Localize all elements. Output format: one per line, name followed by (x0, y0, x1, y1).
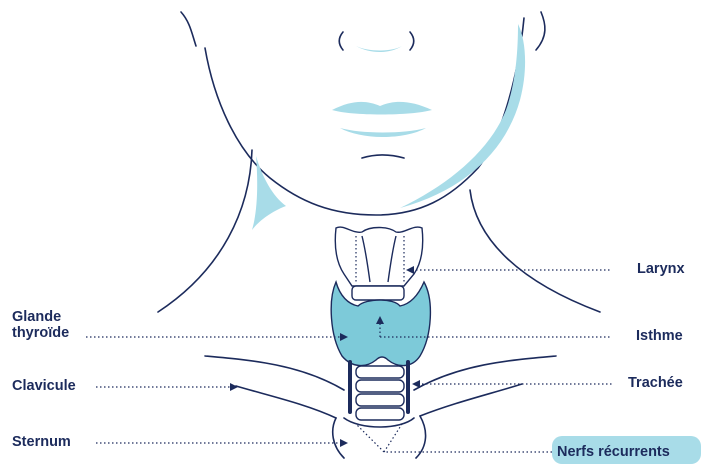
jaw-line (205, 18, 524, 215)
larynx-cartilage (335, 227, 422, 286)
cricoid (352, 286, 404, 300)
label-larynx: Larynx (637, 261, 685, 277)
neck-left-line (158, 150, 252, 312)
larynx-shape (335, 227, 422, 300)
left-neck-shade (252, 156, 286, 230)
right-eye-curve (410, 32, 414, 50)
trachea-ring-1 (356, 366, 404, 378)
face-accents (252, 24, 525, 230)
leader-nerfs (356, 424, 556, 452)
right-cheek-highlight (400, 24, 525, 208)
label-glande-line2: thyroïde (12, 325, 69, 341)
label-glande-line1: Glande (12, 309, 61, 325)
trachea-ring-4 (356, 408, 404, 420)
left-eye-curve (339, 32, 343, 50)
nerfs-recurrents-badge: Nerfs récurrents (552, 436, 701, 464)
trachea (356, 366, 404, 420)
left-ear (181, 12, 196, 46)
right-clavicle-bottom (420, 384, 522, 416)
right-ear (536, 12, 545, 50)
nose-shade (356, 46, 402, 52)
label-clavicule: Clavicule (12, 378, 76, 394)
label-sternum: Sternum (12, 434, 71, 450)
arrow-trachee (412, 380, 420, 388)
right-labels: Larynx Isthme Trachée (628, 261, 685, 391)
trachea-ring-2 (356, 380, 404, 392)
label-isthme: Isthme (636, 328, 683, 344)
left-clavicle-bottom (236, 386, 336, 418)
arrow-sternum (340, 439, 348, 447)
left-labels: Glande thyroïde Clavicule Sternum (12, 309, 76, 450)
arrow-clavicule (230, 383, 238, 391)
lower-lip (340, 128, 426, 137)
trachea-ring-3 (356, 394, 404, 406)
upper-lip (332, 102, 432, 115)
left-clavicle-top (205, 356, 344, 390)
right-clavicle-top (414, 356, 556, 390)
chin-mark (362, 155, 404, 158)
label-trachee: Trachée (628, 375, 683, 391)
neck-right-line (470, 190, 600, 312)
label-nerfs-recurrents: Nerfs récurrents (557, 444, 670, 460)
